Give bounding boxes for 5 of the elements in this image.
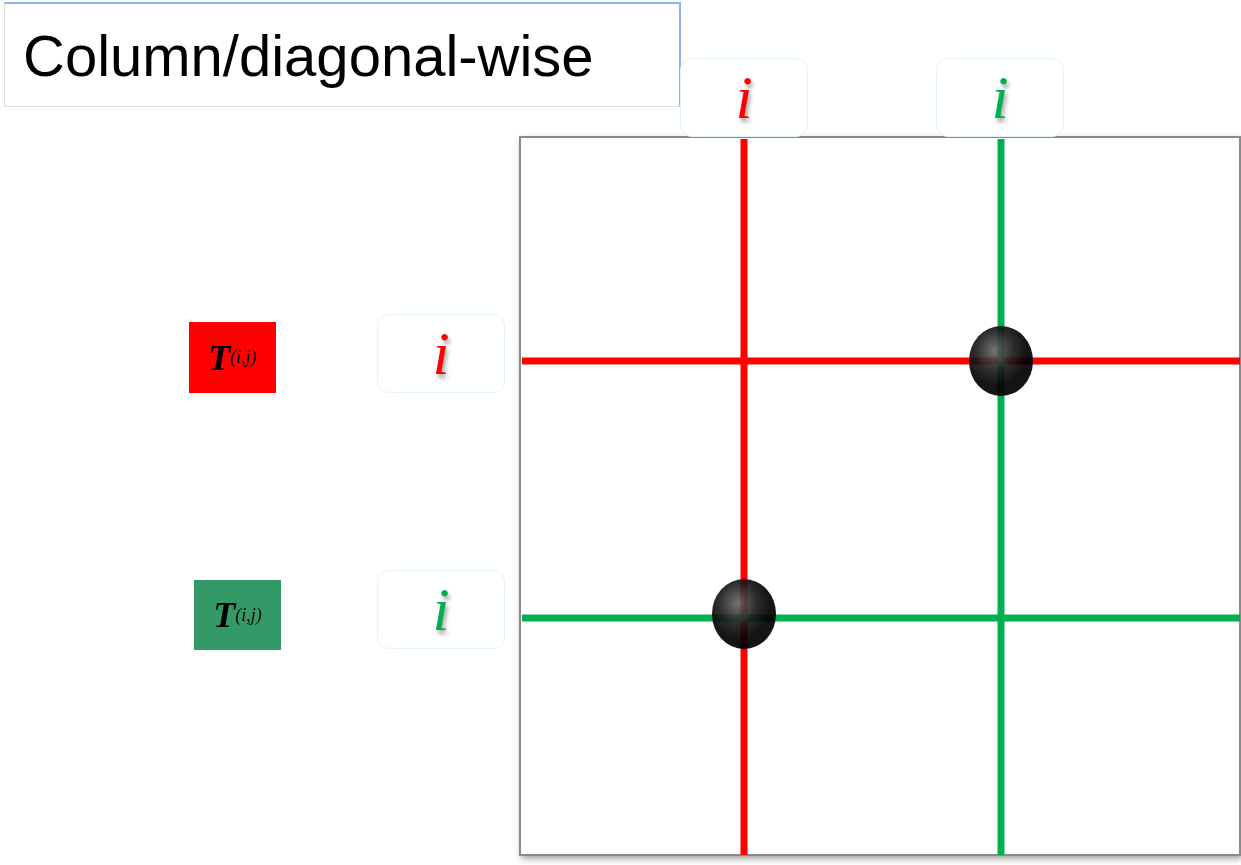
- index-label-box: i: [936, 58, 1064, 137]
- index-label-box: i: [377, 570, 505, 649]
- title-text: Column/diagonal-wise: [23, 21, 594, 89]
- index-label-box: i: [377, 314, 505, 393]
- index-label-box: i: [680, 58, 808, 137]
